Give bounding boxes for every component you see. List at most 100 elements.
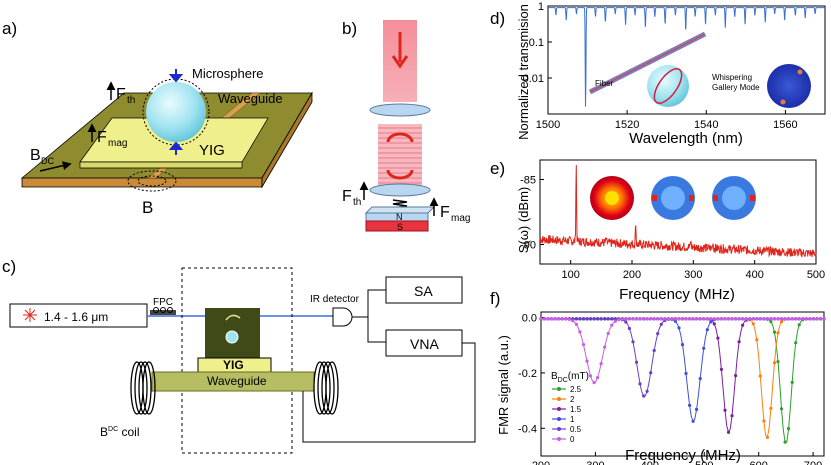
b-south-label: S [397, 222, 403, 232]
f-line [541, 318, 824, 397]
f-legend-marker [557, 407, 561, 411]
photo-sphere [225, 330, 239, 344]
f-legend-marker [557, 437, 561, 441]
magnet-south [365, 220, 429, 232]
f-legend-label: 2 [570, 395, 575, 404]
b-fmag-label: F [440, 204, 450, 221]
d-ytick-label: 0.01 [523, 73, 544, 85]
force-down-arrow [168, 69, 184, 83]
f-xtick-label: 500 [695, 460, 713, 465]
d-xtick-label: 1520 [615, 119, 639, 131]
a-fth-sub: th [127, 95, 135, 106]
panel-d-letter: d) [490, 9, 505, 28]
a-fmag-sub: mag [108, 138, 127, 149]
field-loop-inner [137, 175, 167, 187]
d-xtick-label: 1560 [773, 119, 797, 131]
panel-e: e) S(ω) (dBm) 100 200 300 400 500 -90 -85 Freq… [490, 159, 825, 303]
inset-fiber-label: Fiber [595, 79, 614, 88]
e-ytick-label: -85 [520, 175, 536, 187]
sa-box [385, 276, 463, 304]
e-ylabel: S(ω) (dBm) [516, 187, 531, 253]
f-ytick-label: 0.0 [522, 313, 537, 325]
f-line [541, 318, 824, 384]
b-fmag-sub: mag [451, 213, 470, 224]
inset-wgm-disk [767, 64, 811, 108]
panel-a: a) F th Microsphere Waveguide F mag YIG … [2, 19, 313, 217]
e-xtick-label: 500 [807, 269, 825, 281]
field-loop-outer [127, 170, 177, 192]
setup-dashed-box [181, 267, 293, 454]
f-legend-label: 2.5 [570, 385, 582, 394]
e-mode-insets [590, 176, 756, 220]
panel-b: b) N S F th F mag [342, 19, 470, 232]
d-xlabel: Wavelength (nm) [629, 130, 743, 147]
a-fmag-label: F [97, 129, 107, 146]
coil-right-icon [313, 361, 339, 415]
f-xlabel: Frequency (MHz) [625, 447, 741, 464]
force-up-arrow [168, 141, 184, 155]
a-bdc-sub: DC [41, 156, 54, 166]
microsphere-outline [142, 78, 210, 146]
c-yig-label: YIG [223, 358, 244, 372]
e-spectrum-line [539, 164, 817, 258]
d-ylabel: Normalized transmision [516, 4, 531, 140]
inset-mode-ring [653, 68, 683, 104]
e-xtick-label: 400 [745, 269, 763, 281]
microsphere [146, 82, 206, 142]
b-dc-arrow [39, 161, 72, 172]
fpc-icon [150, 307, 176, 315]
vna-box [385, 329, 463, 357]
substrate-side [261, 91, 313, 189]
panel-a-letter: a) [2, 19, 17, 38]
beam-down-arrow [391, 32, 409, 69]
ir-detector-label: IR detector [310, 294, 360, 305]
f-series-0 [539, 317, 826, 385]
panel-f: f) FMR signal (a.u.) 200300400500600700-… [490, 289, 826, 465]
a-yig-label: YIG [199, 142, 225, 159]
inset-wgm-line2: Gallery Mode [712, 83, 760, 92]
f-legend: BDC(mT) 2.521.510.50 [551, 371, 589, 444]
laser-label: 1.4 - 1.6 μm [44, 310, 108, 324]
a-fth-label: F [116, 86, 126, 103]
e-ytick-label: -90 [520, 240, 536, 252]
d-transmission-line [548, 7, 825, 107]
panel-e-letter: e) [490, 159, 505, 178]
f-legend-marker [557, 397, 561, 401]
f-legend-label: 0 [570, 435, 575, 444]
e-plot-frame [539, 159, 817, 265]
e-xlabel: Frequency (MHz) [619, 286, 735, 303]
e-xtick-label: 300 [684, 269, 702, 281]
wire-detector [352, 289, 386, 343]
a-waveguide-label: Waveguide [218, 91, 283, 106]
d-xtick-label: 1540 [694, 119, 718, 131]
spring-stack [378, 124, 422, 186]
sa-label: SA [414, 283, 433, 299]
wire-vna-loop [302, 342, 476, 443]
panel-f-letter: f) [490, 289, 500, 308]
e-axes: 100 200 300 400 500 -90 -85 [520, 175, 825, 282]
e-xtick-label: 100 [561, 269, 579, 281]
f-xtick-label: 200 [532, 460, 550, 465]
a-b-label: B [142, 198, 153, 217]
inset-sphere [647, 65, 689, 107]
photo-fiber [225, 314, 241, 321]
f-axes: 200300400500600700-0.4-0.20.0 [518, 313, 822, 465]
e-xtick-label: 200 [623, 269, 641, 281]
fpc-label: FPC [153, 297, 173, 308]
f-ytick-label: -0.2 [518, 368, 537, 380]
f-xtick-label: 700 [804, 460, 822, 465]
f-legend-marker [557, 417, 561, 421]
ir-detector-icon [332, 307, 353, 327]
a-bdc-label: B [30, 147, 41, 164]
f-legend-title: BDC(mT) [551, 371, 589, 384]
laser-star-icon [23, 308, 37, 322]
d-ytick-label: 1 [538, 1, 544, 13]
coil-left-icon [130, 361, 156, 415]
panel-b-letter: b) [342, 19, 357, 38]
f-xtick-label: 400 [641, 460, 659, 465]
inset-wgm-line1: Whispering [712, 73, 752, 82]
f-series-0.5 [539, 317, 826, 398]
f-legend-label: 1.5 [570, 405, 582, 414]
f-legend-marker [557, 387, 561, 391]
